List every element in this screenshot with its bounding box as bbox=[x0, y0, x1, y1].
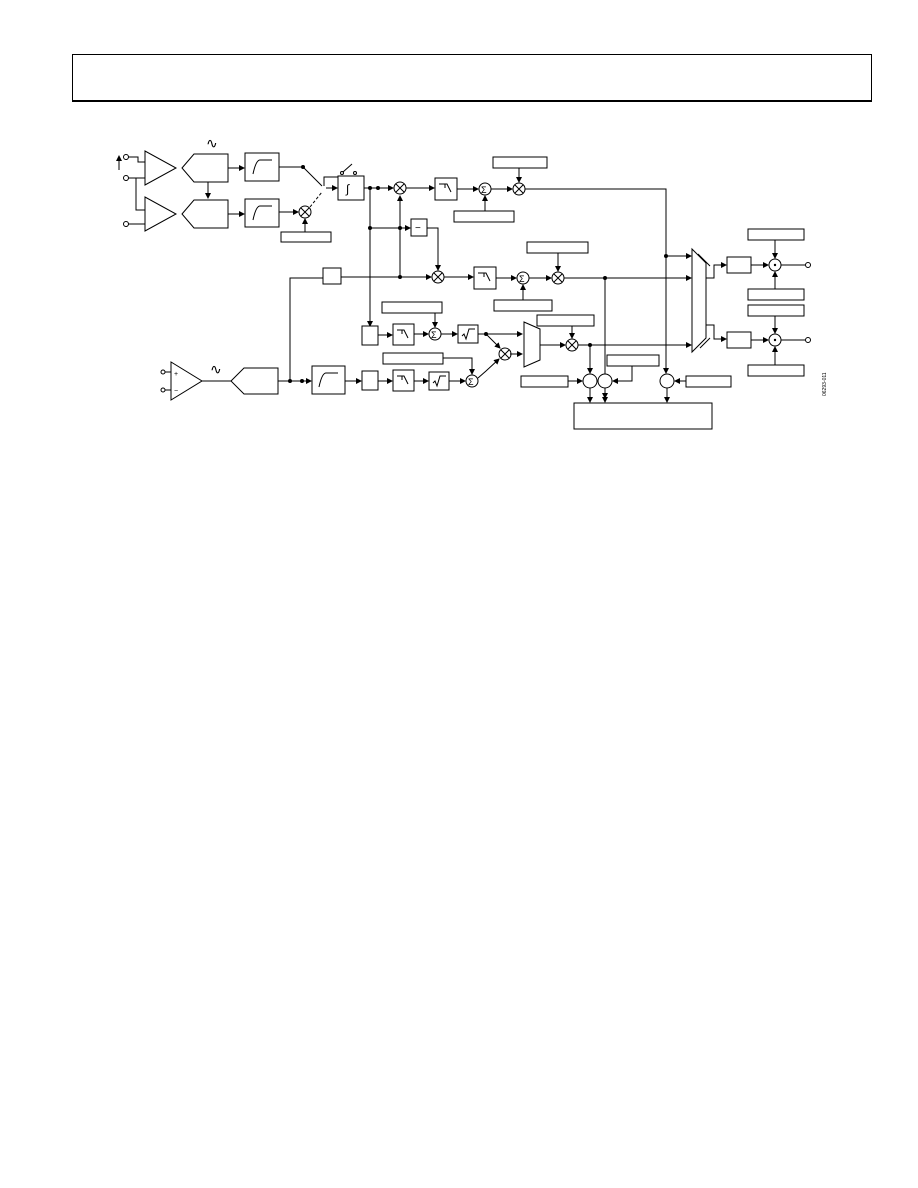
hpf-icon bbox=[244, 152, 280, 182]
multiplier-icon bbox=[431, 270, 445, 284]
lpf-icon bbox=[392, 369, 415, 392]
comparator-circle bbox=[582, 373, 598, 389]
gain-register-box bbox=[536, 314, 595, 327]
minus-symbol: − bbox=[415, 223, 421, 234]
gain-register-box bbox=[526, 241, 589, 254]
dfc-box bbox=[726, 331, 752, 349]
dfc-box bbox=[726, 256, 752, 274]
lpf-icon bbox=[473, 266, 497, 290]
comparator-circle bbox=[659, 373, 675, 389]
hpf-icon bbox=[244, 198, 280, 228]
frequency-register-box bbox=[747, 304, 805, 317]
summing-junction-icon: Σ bbox=[516, 271, 530, 285]
offset-register-box bbox=[493, 299, 553, 312]
lpf-icon bbox=[434, 177, 458, 201]
amplifier-icon bbox=[170, 361, 203, 401]
mux-icon bbox=[691, 247, 707, 354]
summing-junction-icon: Σ bbox=[478, 182, 492, 196]
comparator-circle bbox=[597, 373, 613, 389]
frequency-register-box bbox=[747, 364, 805, 377]
frequency-register-box bbox=[747, 288, 805, 301]
divider-icon bbox=[768, 258, 782, 272]
wire bbox=[135, 178, 146, 211]
multiplier-icon bbox=[551, 271, 565, 285]
threshold-register-box bbox=[520, 375, 569, 388]
minus-symbol: − bbox=[174, 388, 178, 395]
amplifier-icon bbox=[144, 150, 178, 186]
sine-wave-icon: ∿ bbox=[206, 136, 218, 152]
delay-box bbox=[361, 325, 379, 346]
wire bbox=[128, 156, 146, 163]
delay-box bbox=[322, 267, 342, 285]
figure-id: 06293-011 bbox=[822, 372, 828, 396]
sine-wave-icon: ∿ bbox=[210, 362, 222, 378]
svg-text:Σ: Σ bbox=[519, 274, 525, 284]
frequency-register-box bbox=[747, 228, 805, 241]
plus-symbol: + bbox=[174, 371, 178, 378]
interrupt-status-box bbox=[573, 402, 713, 430]
offset-register-box bbox=[381, 301, 443, 314]
sqrt-icon bbox=[457, 324, 479, 344]
output-pin bbox=[805, 262, 811, 268]
delay-box bbox=[361, 370, 379, 391]
adc-icon bbox=[181, 199, 229, 229]
adc-icon bbox=[181, 153, 229, 183]
multiplier-icon bbox=[498, 347, 512, 361]
summing-junction-icon: Σ bbox=[465, 374, 479, 388]
adc-icon bbox=[230, 367, 279, 395]
threshold-register-box bbox=[685, 375, 732, 388]
svg-text:Σ: Σ bbox=[481, 185, 487, 195]
multiplier-icon bbox=[298, 205, 312, 219]
hpf-icon bbox=[311, 365, 346, 395]
offset-register-box bbox=[382, 352, 444, 365]
integrator-box bbox=[337, 175, 365, 201]
multiplier-icon bbox=[565, 338, 579, 352]
header-box bbox=[72, 54, 872, 102]
switch-icon bbox=[340, 163, 357, 175]
multiplier-icon bbox=[512, 182, 526, 196]
sqrt-icon bbox=[428, 371, 450, 391]
threshold-register-box bbox=[606, 354, 660, 367]
divider-icon bbox=[768, 333, 782, 347]
output-pin bbox=[805, 337, 811, 343]
svg-text:Σ: Σ bbox=[468, 377, 474, 387]
gain-register-box bbox=[280, 231, 332, 243]
gain-register-box bbox=[492, 156, 548, 169]
summing-junction-icon: Σ bbox=[428, 327, 442, 341]
svg-text:Σ: Σ bbox=[431, 330, 437, 340]
amplifier-icon bbox=[144, 196, 178, 232]
input-pin-1 bbox=[116, 154, 129, 227]
integrator-icon: ∫ bbox=[345, 182, 350, 196]
multiplier-icon bbox=[393, 181, 407, 195]
mux-icon bbox=[523, 321, 541, 368]
lpf-icon bbox=[392, 323, 415, 346]
input-pin-current bbox=[160, 369, 166, 393]
offset-register-box bbox=[453, 210, 515, 223]
